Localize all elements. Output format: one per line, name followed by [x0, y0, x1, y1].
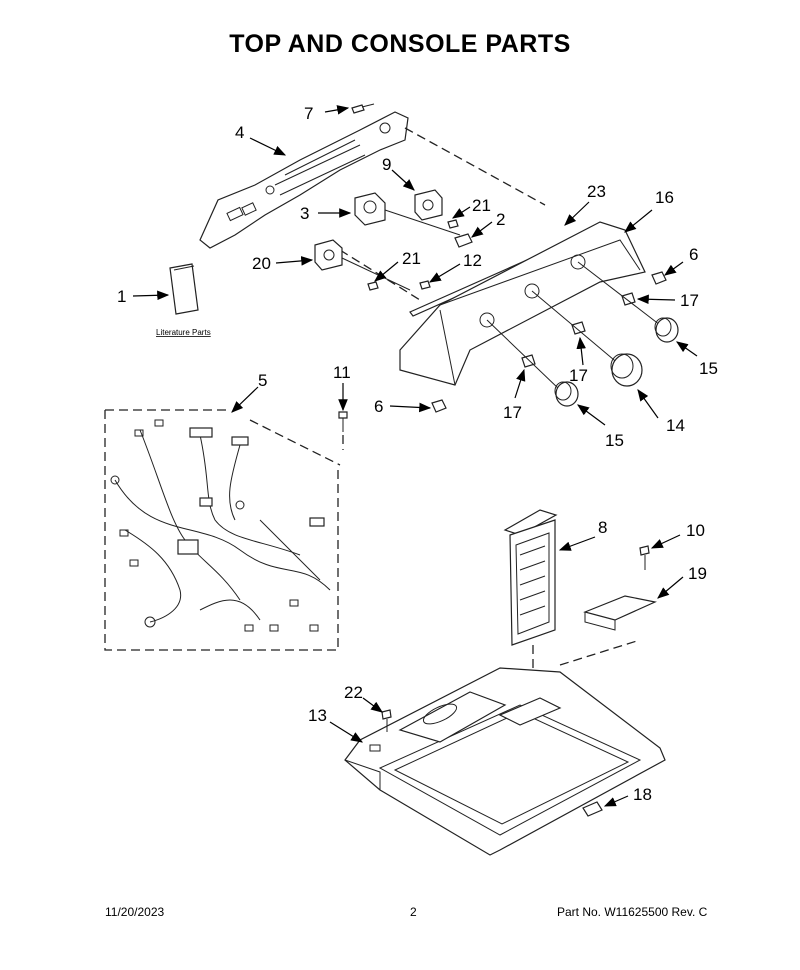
callout-23: 23 — [587, 182, 606, 201]
coupler-17-right — [621, 292, 636, 306]
callout-3: 3 — [300, 204, 309, 223]
knob-15-right — [654, 317, 679, 343]
callout-labels: 7 4 3 9 21 2 20 21 12 23 16 6 17 15 17 1… — [117, 104, 718, 804]
callout-17-right: 17 — [680, 291, 699, 310]
callout-1: 1 — [117, 287, 126, 306]
top-panel-12 — [344, 667, 666, 856]
callout-17-mid: 17 — [569, 366, 588, 385]
callout-18: 18 — [633, 785, 652, 804]
callout-19: 19 — [688, 564, 707, 583]
callout-14: 14 — [666, 416, 685, 435]
callout-13: 12 — [463, 251, 482, 270]
callout-7: 7 — [304, 104, 313, 123]
screw-7 — [351, 103, 375, 114]
callout-10: 10 — [686, 521, 705, 540]
part-9 — [414, 189, 443, 221]
screw-11 — [338, 411, 348, 450]
screw-21-upper — [447, 219, 459, 229]
callout-2: 2 — [496, 210, 505, 229]
clip-6-right — [651, 271, 667, 285]
callout-12: 13 — [308, 706, 327, 725]
callout-9: 9 — [382, 155, 391, 174]
callout-4: 4 — [235, 123, 244, 142]
callout-15-left: 15 — [605, 431, 624, 450]
callout-15-right: 15 — [699, 359, 718, 378]
callout-17-left: 17 — [503, 403, 522, 422]
literature-part-1 — [169, 263, 199, 315]
footer-page-number: 2 — [410, 905, 417, 919]
switch-3 — [354, 192, 461, 236]
console-back-panel — [199, 111, 409, 249]
callout-8: 8 — [598, 518, 607, 537]
literature-parts-label: Literature Parts — [156, 328, 211, 337]
footer-date: 11/20/2023 — [105, 905, 165, 919]
coupler-17-mid — [571, 321, 586, 335]
part-20 — [314, 239, 411, 291]
callout-21-upper: 21 — [472, 196, 491, 215]
knob-15-left — [554, 381, 579, 407]
page-title: TOP AND CONSOLE PARTS — [229, 30, 571, 58]
knob-14 — [610, 353, 643, 387]
coupler-17-left — [521, 354, 536, 368]
callout-22: 22 — [344, 683, 363, 702]
callout-6-left: 6 — [374, 397, 383, 416]
callout-16: 16 — [655, 188, 674, 207]
wire-harness-5 — [104, 409, 341, 651]
clip-6-left — [431, 399, 447, 413]
part-13 — [419, 280, 431, 290]
part-2 — [454, 233, 473, 248]
lint-filter-8 — [503, 509, 558, 646]
console-panel-16 — [399, 221, 646, 386]
screw-21-lower — [367, 281, 379, 291]
callout-5: 5 — [258, 371, 267, 390]
callout-11: 11 — [333, 363, 351, 382]
callout-6-right: 6 — [689, 245, 698, 264]
leader-lines — [132, 105, 698, 807]
callout-20: 20 — [252, 254, 271, 273]
screw-10 — [639, 545, 650, 570]
callout-21-lower: 21 — [402, 249, 421, 268]
screw-22 — [381, 709, 392, 732]
part-18 — [582, 801, 603, 817]
bracket-19 — [583, 595, 657, 631]
footer-part-number: Part No. W11625500 Rev. C — [557, 905, 708, 919]
